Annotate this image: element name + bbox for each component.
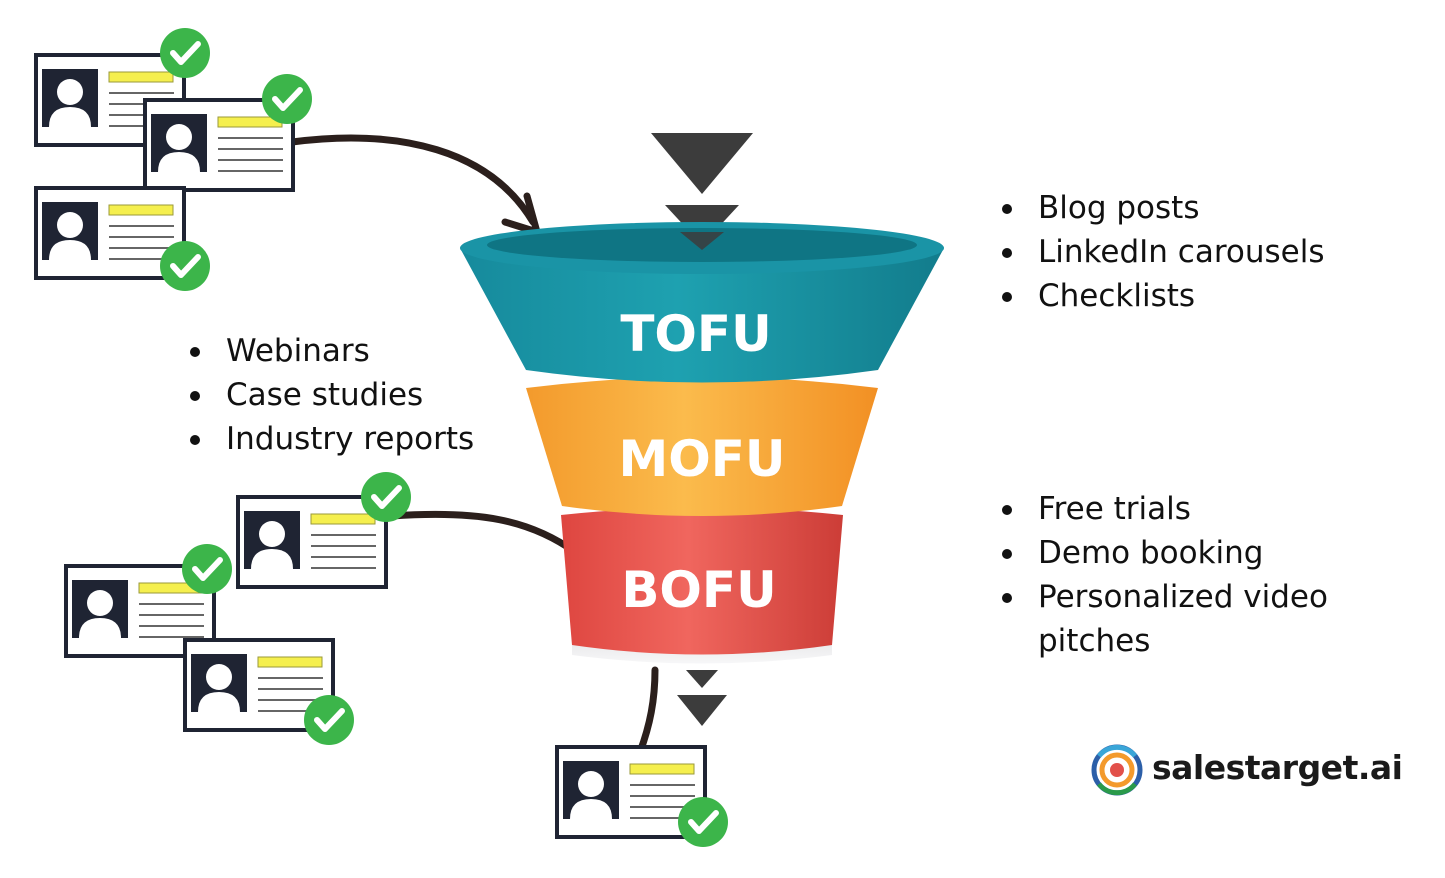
list-item: Blog posts (998, 186, 1324, 230)
bofu-content-list: Free trials Demo booking Personalized vi… (998, 487, 1358, 663)
list-item: LinkedIn carousels (998, 230, 1324, 274)
funnel-exit-triangles (677, 670, 727, 726)
list-item: Industry reports (186, 417, 474, 461)
lead-cards-top (34, 28, 312, 291)
brand-name: salestarget.ai (1152, 748, 1403, 787)
triangle-exit-large (677, 695, 727, 726)
list-item: Case studies (186, 373, 474, 417)
stage-label-mofu: MOFU (618, 430, 785, 488)
list-item: Free trials (998, 487, 1358, 531)
bofu-stage (561, 507, 843, 655)
list-item: Personalized video pitches (998, 575, 1358, 663)
check-icon (361, 472, 411, 522)
triangle-large (651, 133, 753, 194)
lead-cards-middle (64, 472, 411, 745)
check-icon (182, 544, 232, 594)
list-item: Checklists (998, 274, 1324, 318)
list-item: Webinars (186, 329, 474, 373)
stage-label-tofu: TOFU (620, 305, 771, 363)
check-icon (678, 797, 728, 847)
tofu-stage (460, 248, 944, 383)
check-icon (160, 28, 210, 78)
line-to-bottom-card (636, 666, 659, 756)
tofu-content-list: Blog posts LinkedIn carousels Checklists (998, 186, 1324, 318)
stage-label-bofu: BOFU (621, 561, 776, 619)
check-icon (262, 74, 312, 124)
triangle-exit-small (686, 670, 718, 688)
check-icon (304, 695, 354, 745)
mofu-stage (526, 377, 878, 516)
check-icon (160, 241, 210, 291)
arrow-to-tofu (288, 134, 537, 226)
mofu-content-list: Webinars Case studies Industry reports (186, 329, 474, 461)
line-from-bofu (388, 510, 579, 556)
lead-card-converted (555, 745, 728, 847)
salestarget-logo-icon (1091, 744, 1143, 796)
connector-arrows (288, 134, 659, 756)
list-item: Demo booking (998, 531, 1358, 575)
